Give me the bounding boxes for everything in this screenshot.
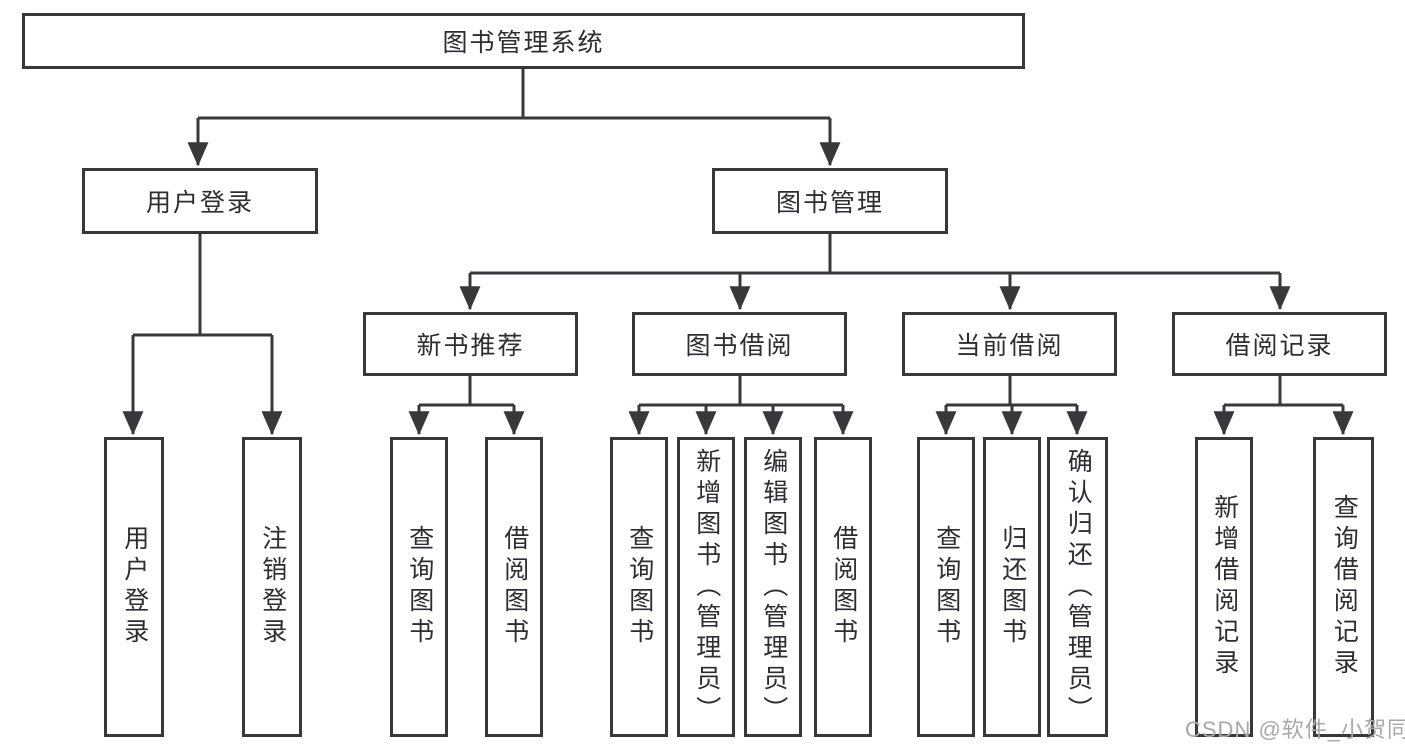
node-new-book-recommend-label: 新书推荐 (416, 332, 525, 360)
leaf-add-books-admin: 新增图书（管理员） (677, 437, 735, 737)
node-user-login: 用户登录 (82, 168, 318, 234)
leaf-edit-books-admin-label: 编辑图书（管理员） (759, 447, 788, 727)
node-root-label: 图书管理系统 (442, 29, 605, 57)
node-new-book-recommend: 新书推荐 (363, 312, 578, 376)
leaf-recommend-query-books: 查询图书 (390, 437, 448, 737)
leaf-add-borrow-record: 新增借阅记录 (1195, 437, 1253, 737)
csdn-watermark: CSDN @软件_小贺同学 (1185, 717, 1405, 742)
leaf-confirm-return-admin: 确认归还（管理员） (1047, 437, 1108, 737)
leaf-recommend-borrow-books-label: 借阅图书 (500, 525, 529, 649)
leaf-confirm-return-admin-label: 确认归还（管理员） (1064, 447, 1093, 727)
leaf-borrowing-query-books: 查询图书 (610, 437, 668, 737)
leaf-borrowing-borrow-books-label: 借阅图书 (829, 525, 858, 649)
leaf-return-books-label: 归还图书 (998, 525, 1027, 649)
leaf-logout: 注销登录 (242, 437, 302, 737)
leaf-recommend-borrow-books: 借阅图书 (485, 437, 543, 737)
leaf-add-books-admin-label: 新增图书（管理员） (692, 447, 721, 727)
node-user-login-label: 用户登录 (145, 189, 254, 217)
node-borrow-records: 借阅记录 (1172, 312, 1387, 376)
node-current-borrowing: 当前借阅 (902, 312, 1117, 376)
leaf-user-login: 用户登录 (104, 437, 164, 737)
leaf-borrowing-borrow-books: 借阅图书 (814, 437, 872, 737)
node-book-management-label: 图书管理 (775, 189, 884, 217)
node-book-management: 图书管理 (712, 168, 948, 234)
leaf-user-login-label: 用户登录 (120, 525, 149, 649)
node-current-borrowing-label: 当前借阅 (955, 332, 1064, 360)
leaf-recommend-query-books-label: 查询图书 (405, 525, 434, 649)
leaf-query-borrow-record-label: 查询借阅记录 (1330, 494, 1359, 680)
leaf-return-books: 归还图书 (983, 437, 1041, 737)
leaf-borrowing-query-books-label: 查询图书 (625, 525, 654, 649)
leaf-query-borrow-record: 查询借阅记录 (1313, 437, 1374, 737)
node-borrow-records-label: 借阅记录 (1225, 332, 1334, 360)
leaf-add-borrow-record-label: 新增借阅记录 (1210, 494, 1239, 680)
node-book-borrowing-label: 图书借阅 (685, 332, 794, 360)
leaf-current-query-books: 查询图书 (917, 437, 975, 737)
leaf-current-query-books-label: 查询图书 (932, 525, 961, 649)
leaf-logout-label: 注销登录 (258, 525, 287, 649)
node-book-borrowing: 图书借阅 (632, 312, 847, 376)
node-root: 图书管理系统 (22, 13, 1025, 69)
leaf-edit-books-admin: 编辑图书（管理员） (744, 437, 802, 737)
